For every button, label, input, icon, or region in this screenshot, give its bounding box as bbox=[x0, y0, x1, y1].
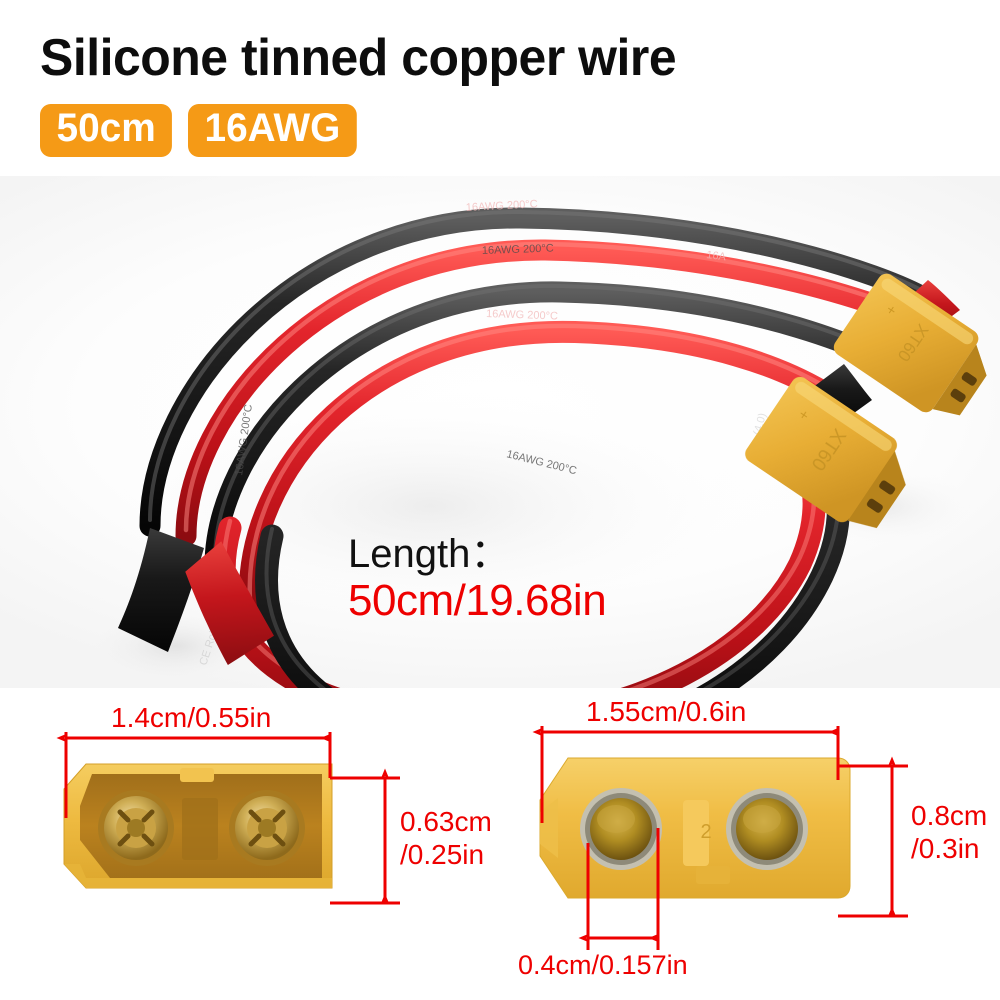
male-xt60-photo-upper: XT60 + bbox=[833, 273, 987, 416]
male-xt60-photo-lower: XT60 + bbox=[745, 364, 906, 529]
female-connector-dimensions: 1.4cm/0.55in 0.63cm /0.25in bbox=[0, 688, 500, 1000]
dimension-section: 1.4cm/0.55in 0.63cm /0.25in bbox=[0, 688, 1000, 1000]
width-dimension bbox=[532, 726, 840, 823]
pin-diameter-dimension bbox=[578, 828, 660, 950]
gauge-badge: 16AWG bbox=[188, 104, 358, 157]
svg-text:16AWG 200°C: 16AWG 200°C bbox=[486, 308, 558, 323]
female-connector-body bbox=[63, 763, 333, 889]
length-badge: 50cm bbox=[40, 104, 173, 157]
page-title: Silicone tinned copper wire bbox=[40, 29, 677, 87]
male-width-label: 1.55cm/0.6in bbox=[586, 696, 747, 727]
female-connector-diagram bbox=[56, 732, 400, 905]
female-width-label: 1.4cm/0.55in bbox=[111, 702, 272, 733]
male-height-label-line2: /0.3in bbox=[911, 833, 980, 864]
height-dimension bbox=[330, 768, 400, 905]
wire-illustration: 16AWG 200°C 16AWG 200°C 16A 16AWG 200°C … bbox=[80, 198, 987, 688]
svg-text:16A: 16A bbox=[706, 249, 728, 263]
product-photo: 16AWG 200°C 16AWG 200°C 16A 16AWG 200°C … bbox=[0, 176, 1000, 688]
svg-text:16AWG 200°C: 16AWG 200°C bbox=[482, 242, 554, 257]
header: Silicone tinned copper wire 50cm 16AWG bbox=[0, 0, 1000, 180]
length-callout: Length： 50cm/19.68in bbox=[348, 532, 607, 625]
female-height-label-line2: /0.25in bbox=[400, 839, 485, 870]
male-pin-diameter-label: 0.4cm/0.157in bbox=[518, 950, 688, 980]
length-callout-value: 50cm/19.68in bbox=[348, 575, 607, 625]
male-connector-dimensions: 2 bbox=[500, 688, 1000, 1000]
male-height-label-line1: 0.8cm bbox=[911, 800, 988, 831]
male-connector-diagram: 2 bbox=[532, 726, 908, 950]
length-callout-label: Length： bbox=[348, 532, 511, 576]
connector-body-marking: 2 bbox=[700, 821, 711, 843]
svg-text:16AWG 200°C: 16AWG 200°C bbox=[466, 198, 538, 214]
height-dimension bbox=[838, 756, 908, 918]
female-xt60-photo: XT60 bbox=[118, 528, 274, 666]
male-connector-body: 2 bbox=[539, 757, 851, 899]
spec-badge-row: 50cm 16AWG bbox=[40, 104, 362, 157]
female-height-label-line1: 0.63cm bbox=[400, 806, 492, 837]
width-dimension bbox=[56, 732, 332, 818]
